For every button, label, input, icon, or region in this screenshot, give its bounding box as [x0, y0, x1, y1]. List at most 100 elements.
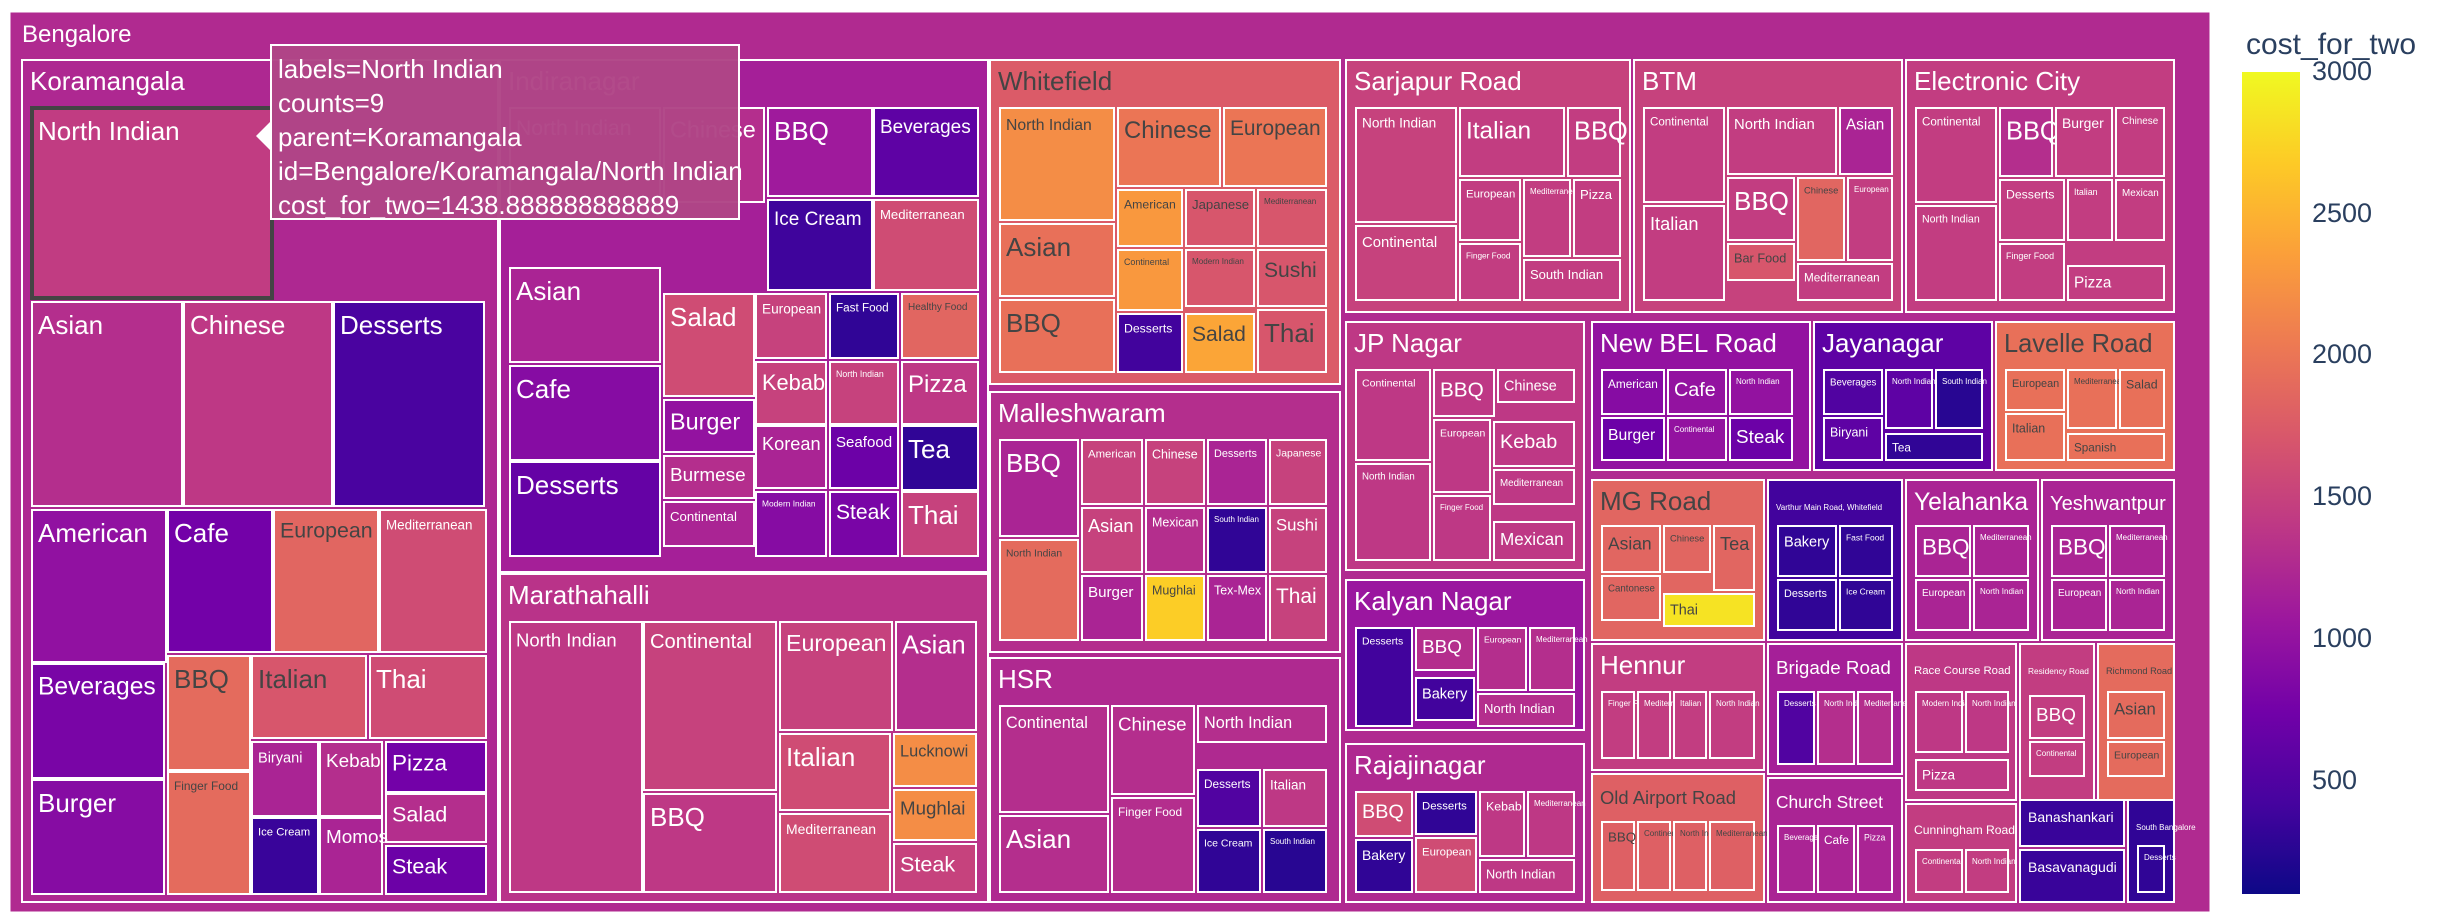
tile-btm-bar-food[interactable] [1727, 243, 1795, 281]
tile-yelahanka-bbq[interactable] [1915, 525, 1971, 577]
tile-koramangala-thai[interactable] [369, 655, 487, 739]
tile-indiranagar-bbq[interactable] [767, 107, 873, 197]
tile-electronic-city-pizza[interactable] [2067, 265, 2165, 301]
tile-indiranagar-burmese[interactable] [663, 455, 755, 499]
tile-koramangala-pizza[interactable] [385, 741, 487, 793]
tile-jayanagar-biryani[interactable] [1823, 417, 1883, 461]
tile-new-bel-road-steak[interactable] [1729, 417, 1793, 461]
tile-electronic-city-desserts[interactable] [1999, 179, 2065, 241]
tile-btm-chinese[interactable] [1797, 177, 1845, 261]
tile-koramangala-mediterranean[interactable] [379, 509, 487, 653]
tile-sarjapur-road-finger-food[interactable] [1459, 243, 1521, 301]
tile-whitefield-north-indian[interactable] [999, 107, 1115, 221]
tile-indiranagar-salad[interactable] [663, 293, 755, 397]
tile-hennur-finger-food[interactable] [1601, 691, 1635, 759]
tile-sarjapur-road-mediterranean[interactable] [1523, 179, 1571, 257]
tile-old-airport-road-north-indian[interactable] [1673, 821, 1707, 891]
tile-koramangala-ice-cream[interactable] [251, 817, 319, 895]
tile-indiranagar-european[interactable] [755, 293, 827, 359]
tile-marathahalli-asian[interactable] [895, 621, 977, 731]
tile-koramangala-biryani[interactable] [251, 741, 319, 817]
tile-hennur-italian[interactable] [1673, 691, 1707, 759]
tile-sarjapur-road-north-indian[interactable] [1355, 107, 1457, 223]
tile-kalyan-nagar-desserts[interactable] [1355, 627, 1413, 727]
tile-sarjapur-road-pizza[interactable] [1573, 179, 1621, 257]
tile-whitefield-chinese[interactable] [1117, 107, 1221, 187]
tile-marathahalli-mediterranean[interactable] [779, 813, 891, 893]
tile-old-airport-road-bbq[interactable] [1601, 821, 1635, 891]
tile-yeshwantpur-european[interactable] [2051, 579, 2107, 631]
tile-electronic-city-italian[interactable] [2067, 179, 2113, 241]
tile-electronic-city-chinese[interactable] [2115, 107, 2165, 177]
tile-indiranagar-modern-indian[interactable] [755, 491, 827, 557]
tile-indiranagar-cafe[interactable] [509, 365, 661, 461]
tile-indiranagar-burger[interactable] [663, 399, 755, 453]
tile-whitefield-bbq[interactable] [999, 299, 1115, 373]
tile-sarjapur-road-italian[interactable] [1459, 107, 1565, 177]
tile-yeshwantpur-north-indian[interactable] [2109, 579, 2165, 631]
tile-whitefield-asian[interactable] [999, 223, 1115, 297]
tile-new-bel-road-cafe[interactable] [1667, 369, 1727, 415]
tile-marathahalli-european[interactable] [779, 621, 893, 731]
tile-jp-nagar-mexican[interactable] [1493, 521, 1575, 561]
tile-koramangala-asian[interactable] [31, 301, 183, 507]
tile-whitefield-mediterranean[interactable] [1257, 189, 1327, 247]
tile-electronic-city-north-indian[interactable] [1915, 205, 1997, 301]
tile-church-street-pizza[interactable] [1857, 825, 1893, 893]
tile-race-course-road-north-indian[interactable] [1965, 691, 2009, 753]
tile-malleshwaram-asian[interactable] [1081, 507, 1143, 573]
tile-yelahanka-european[interactable] [1915, 579, 1971, 631]
tile-new-bel-road-north-indian[interactable] [1729, 369, 1793, 415]
tile-varthur-main-road-whitefield-ice-cream[interactable] [1839, 579, 1893, 631]
tile-sarjapur-road-south-indian[interactable] [1523, 259, 1621, 301]
tile-marathahalli-bbq[interactable] [643, 793, 777, 893]
tile-kalyan-nagar-north-indian[interactable] [1477, 693, 1575, 727]
tile-kalyan-nagar-bakery[interactable] [1415, 677, 1475, 721]
tile-mg-road-asian[interactable] [1601, 525, 1661, 573]
tile-jayanagar-south-indian[interactable] [1935, 369, 1983, 429]
tile-jp-nagar-north-indian[interactable] [1355, 463, 1431, 561]
tile-lavelle-road-italian[interactable] [2005, 413, 2065, 461]
tile-malleshwaram-bbq[interactable] [999, 439, 1079, 537]
tile-kalyan-nagar-mediterranean[interactable] [1529, 627, 1575, 691]
tile-btm-italian[interactable] [1643, 205, 1725, 301]
tile-koramangala-beverages[interactable] [31, 663, 165, 779]
tile-indiranagar-seafood[interactable] [829, 425, 899, 489]
tile-marathahalli-lucknowi[interactable] [893, 733, 977, 787]
tile-koramangala-cafe[interactable] [167, 509, 273, 653]
tile-jp-nagar-kebab[interactable] [1493, 421, 1575, 467]
tile-koramangala-kebab[interactable] [319, 741, 383, 817]
tile-old-airport-road-mediterranean[interactable] [1709, 821, 1755, 891]
tile-residency-road-continental[interactable] [2029, 741, 2085, 777]
tile-marathahalli-continental[interactable] [643, 621, 777, 791]
tile-kalyan-nagar-european[interactable] [1477, 627, 1527, 691]
tile-jp-nagar-finger-food[interactable] [1433, 495, 1491, 561]
tile-sarjapur-road-european[interactable] [1459, 179, 1521, 241]
tile-jayanagar-north-indian[interactable] [1885, 369, 1933, 429]
tile-koramangala-bbq[interactable] [167, 655, 251, 771]
tile-koramangala-chinese[interactable] [183, 301, 333, 507]
tile-indiranagar-beverages[interactable] [873, 107, 979, 197]
tile-lavelle-road-salad[interactable] [2119, 369, 2165, 429]
tile-brigade-road-mediterranean[interactable] [1857, 691, 1893, 765]
tile-hsr-chinese[interactable] [1111, 705, 1195, 795]
tile-electronic-city-finger-food[interactable] [1999, 243, 2065, 301]
tile-hsr-continental[interactable] [999, 705, 1109, 813]
tile-electronic-city-continental[interactable] [1915, 107, 1997, 203]
tile-yelahanka-north-indian[interactable] [1973, 579, 2029, 631]
tile-whitefield-sushi[interactable] [1257, 249, 1327, 307]
tile-hsr-north-indian[interactable] [1197, 705, 1327, 743]
tile-btm-bbq[interactable] [1727, 177, 1795, 241]
tile-btm-european[interactable] [1847, 177, 1893, 261]
tile-rajajinagar-mediterranean[interactable] [1527, 791, 1575, 857]
tile-mg-road-thai[interactable] [1663, 593, 1755, 627]
tile-marathahalli-north-indian[interactable] [509, 621, 643, 893]
tile-indiranagar-north-indian[interactable] [829, 361, 899, 425]
tile-new-bel-road-burger[interactable] [1601, 417, 1665, 461]
tile-church-street-cafe[interactable] [1817, 825, 1855, 893]
tile-btm-mediterranean[interactable] [1797, 263, 1893, 301]
tile-jp-nagar-mediterranean[interactable] [1493, 469, 1575, 505]
tile-indiranagar-desserts[interactable] [509, 461, 661, 557]
tile-cunningham-road-continental[interactable] [1915, 849, 1963, 893]
area-banashankari[interactable] [2019, 799, 2125, 847]
